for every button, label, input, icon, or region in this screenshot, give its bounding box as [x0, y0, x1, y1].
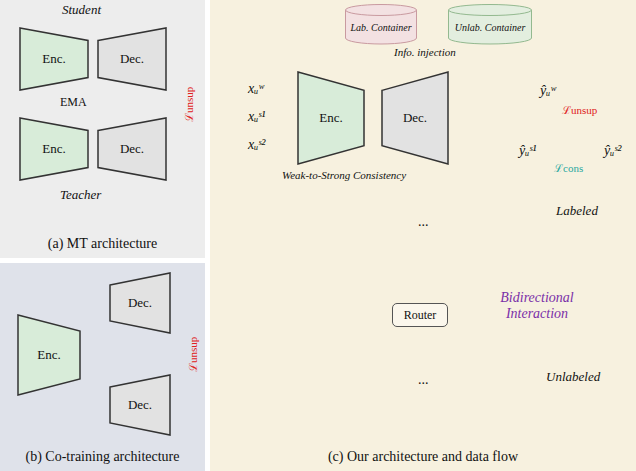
- decoder-block: Dec.: [382, 72, 448, 164]
- edge-label: EMA: [60, 96, 87, 110]
- block-label: Enc.: [37, 347, 60, 363]
- decoder-shape: [98, 28, 166, 90]
- encoder-shape: [18, 315, 80, 395]
- block-label: Dec.: [128, 397, 152, 413]
- panel: (c) Our architecture and data flow Lab. C…: [210, 0, 636, 471]
- block-label: Dec.: [120, 51, 144, 67]
- block-label: Dec.: [120, 141, 144, 157]
- encoder-block: Enc.: [20, 28, 88, 90]
- output-symbol: ŷᵤˢ²: [604, 143, 621, 159]
- person-label: Teacher: [60, 188, 101, 203]
- block-label: Enc.: [42, 141, 65, 157]
- flow-note: Info. injection: [392, 46, 458, 59]
- container-cylinder: Unlab. Container: [448, 4, 532, 44]
- encoder-block: Enc.: [298, 72, 364, 164]
- panel: (b) Co-training architecture Enc. Dec. Dec.: [0, 263, 205, 471]
- encoder-block: Enc.: [18, 315, 80, 395]
- note: Bidirectional Interaction: [478, 290, 596, 322]
- loss-label: ℒcons: [554, 162, 583, 175]
- input-symbol: xᵤˢ²: [248, 137, 265, 153]
- note: Weak-to-Strong Consistency: [282, 169, 406, 182]
- cylinder-top: [346, 5, 417, 16]
- panel-caption: (c) Our architecture and data flow: [210, 449, 636, 465]
- ellipsis: ...: [418, 214, 429, 230]
- input-symbol: xᵤˢ¹: [248, 109, 265, 125]
- block-label: Dec.: [403, 110, 427, 126]
- block-label: Router: [404, 308, 437, 323]
- encoder-shape: [298, 72, 364, 164]
- block-label: Enc.: [42, 51, 65, 67]
- decoder-block: Dec.: [110, 273, 170, 333]
- container-label: Unlab. Container: [455, 22, 526, 33]
- edge-label: ℒunsup: [184, 86, 197, 121]
- decoder-shape: [110, 375, 170, 435]
- panel: (a) MT architecture Enc. Dec. Enc. Dec.: [0, 0, 205, 258]
- container-label: Lab. Container: [350, 22, 411, 33]
- decoder-shape: [110, 273, 170, 333]
- stream-label: Unlabeled: [546, 370, 600, 385]
- decoder-block: Dec.: [98, 28, 166, 90]
- panel-caption: (a) MT architecture: [0, 236, 205, 252]
- block-label: Enc.: [319, 110, 342, 126]
- ellipsis: ...: [418, 372, 429, 388]
- container-cylinder: Lab. Container: [345, 4, 417, 44]
- cylinder-top: [449, 5, 532, 16]
- output-symbol: ŷᵤˢ¹: [519, 143, 536, 159]
- decoder-shape: [98, 118, 166, 180]
- loss-label: ℒunsup: [562, 104, 597, 117]
- decoder-block: Dec.: [98, 118, 166, 180]
- encoder-block: Enc.: [20, 118, 88, 180]
- block-label: Dec.: [128, 295, 152, 311]
- router-box: Router: [392, 303, 448, 327]
- panel-caption: (b) Co-training architecture: [0, 449, 205, 465]
- output-symbol: ŷᵤʷ: [540, 83, 556, 99]
- input-symbol: xᵤʷ: [248, 81, 264, 97]
- decoder-block: Dec.: [110, 375, 170, 435]
- decoder-shape: [382, 72, 448, 164]
- encoder-shape: [20, 118, 88, 180]
- encoder-shape: [20, 28, 88, 90]
- stream-label: Labeled: [556, 204, 598, 219]
- edge-label: ℒunsup: [188, 336, 201, 371]
- person-label: Student: [62, 3, 101, 18]
